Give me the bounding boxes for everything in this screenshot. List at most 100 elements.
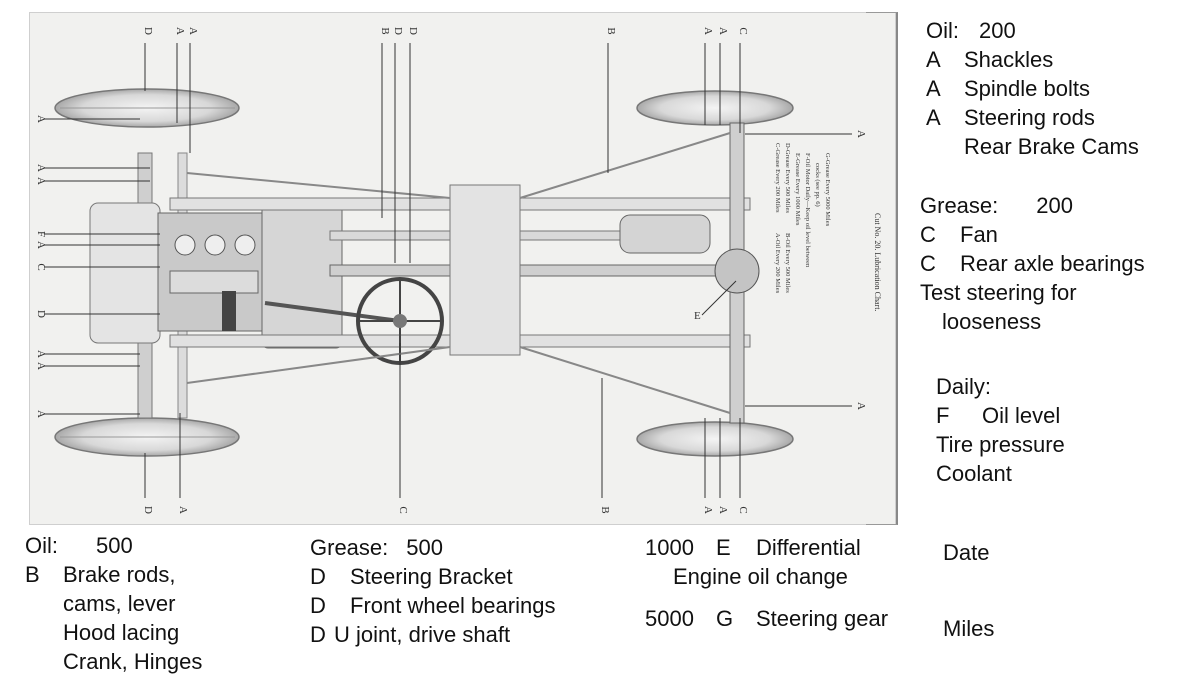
lubrication-chart: D A A B D D B A A C D A C B A A C A A A … — [29, 12, 896, 525]
letter-left-9: A — [35, 362, 47, 370]
miles-1000-value: 1000 — [645, 535, 694, 560]
bottom-letters: D A C B A A C — [142, 506, 749, 514]
code-d: D — [310, 593, 326, 618]
differential — [714, 248, 760, 294]
radiator — [89, 202, 161, 344]
letter-left-10: A — [35, 410, 47, 418]
code-e: E — [715, 535, 731, 560]
letter-bottom-7: C — [737, 506, 749, 513]
letter-top-10: C — [737, 27, 749, 34]
code-b: B — [25, 562, 40, 587]
code-a: A — [926, 105, 941, 130]
letter-top-4: B — [379, 27, 391, 34]
code-d: D — [310, 564, 326, 589]
fuel-tank — [449, 184, 521, 356]
item-rear-axle-bearings: Rear axle bearings — [960, 251, 1145, 276]
date-label: Date — [943, 540, 990, 565]
grease-500-value: 500 — [406, 535, 443, 560]
item-steering-gear: Steering gear — [755, 606, 889, 631]
grease-200-value: 200 — [1036, 193, 1073, 218]
letter-left-8: A — [35, 350, 47, 358]
item-differential: Differential — [755, 535, 861, 560]
code-d: D — [310, 622, 326, 647]
daily-block: Daily: F Oil level Tire pressure Coolant — [936, 372, 1065, 488]
letter-bottom-6: A — [717, 506, 729, 514]
item-rear-brake-cams: Rear Brake Cams — [964, 134, 1139, 159]
item-u-joint: U joint, drive shaft — [334, 622, 511, 647]
letter-top-9: A — [717, 27, 729, 35]
muffler — [619, 214, 711, 254]
miles-1000-block: 1000 E Differential Engine oil change — [645, 533, 861, 591]
legend-c: C-Grease Every 200 Miles — [774, 143, 781, 213]
letter-bottom-1: D — [142, 506, 154, 514]
legend-d: D-Grease Every 500 Miles — [784, 143, 791, 213]
top-letters: D A A B D D B A A C — [142, 27, 749, 35]
front-left-wheel — [54, 88, 240, 128]
letter-bottom-5: A — [702, 506, 714, 514]
letter-right-2: A — [855, 402, 867, 410]
item-front-wheel-bearings: Front wheel bearings — [350, 593, 556, 618]
rear-left-wheel — [636, 90, 794, 126]
letter-top-5: D — [392, 27, 404, 35]
letter-left-2: A — [35, 164, 47, 172]
legend-a: A-Oil Every 200 Miles — [774, 233, 781, 294]
item-cams-lever: cams, lever — [63, 591, 176, 616]
front-right-wheel — [54, 417, 240, 457]
left-letters: A A A F A C D A A A — [35, 115, 47, 418]
legend-g: G-Grease Every 5000 Miles — [824, 153, 831, 227]
drive-shaft — [329, 264, 721, 277]
code-a: A — [926, 76, 941, 101]
letter-bottom-4: B — [599, 506, 611, 513]
chart-legend: A-Oil Every 200 Miles B-Oil Every 500 Mi… — [774, 143, 831, 294]
oil-200-header: Oil: — [926, 18, 959, 43]
item-crank-hinges: Crank, Hinges — [63, 649, 203, 674]
oil-200-value: 200 — [979, 18, 1016, 43]
miles-label: Miles — [943, 616, 995, 641]
letter-left-6: C — [35, 263, 47, 270]
letter-left-5: A — [35, 241, 47, 249]
code-c: C — [920, 222, 936, 247]
letter-left-3: A — [35, 177, 47, 185]
letter-left-1: A — [35, 115, 47, 123]
letter-top-3: A — [187, 27, 199, 35]
oil-500-value: 500 — [96, 533, 133, 558]
item-fan: Fan — [960, 222, 998, 247]
code-c: C — [920, 251, 936, 276]
daily-header: Daily: — [936, 374, 992, 399]
note-looseness: looseness — [942, 309, 1042, 334]
miles-5000-value: 5000 — [645, 606, 694, 631]
item-engine-oil-change: Engine oil change — [673, 564, 848, 589]
legend-b: B-Oil Every 500 Miles — [784, 233, 791, 293]
letter-top-1: D — [142, 27, 154, 35]
chart-caption: Cut No. 20. Lubrication Chart. — [873, 213, 882, 311]
letter-left-7: D — [35, 310, 47, 318]
item-hood-lacing: Hood lacing — [63, 620, 180, 645]
item-steering-bracket: Steering Bracket — [350, 564, 513, 589]
item-coolant: Coolant — [936, 461, 1012, 486]
grease-200-header: Grease: — [920, 193, 999, 218]
miles-5000-block: 5000 G Steering gear — [645, 604, 888, 633]
note-test-steering: Test steering for — [920, 280, 1077, 305]
code-f: F — [936, 403, 950, 428]
rear-right-wheel — [636, 421, 794, 457]
letter-right-1: A — [855, 130, 867, 138]
grease-500-block: Grease: 500 D Steering Bracket D Front whee… — [310, 533, 555, 649]
leader-lines — [44, 43, 852, 498]
letter-top-2: A — [174, 27, 186, 35]
code-a: A — [926, 47, 941, 72]
letter-left-4: F — [35, 231, 47, 237]
item-tire-pressure: Tire pressure — [936, 432, 1065, 457]
grease-200-block: Grease: 200 C Fan C Rear axle bearings Test… — [920, 191, 1145, 336]
chart-frame — [866, 12, 898, 525]
grease-500-header: Grease: — [310, 535, 389, 560]
item-oil-level: Oil level — [982, 403, 1061, 428]
code-g: G — [715, 606, 734, 631]
letter-top-8: A — [702, 27, 714, 35]
letter-engine-e: E — [694, 310, 701, 322]
item-spindle-bolts: Spindle bolts — [964, 76, 1090, 101]
legend-e: E-Grease Every 1000 Miles — [794, 153, 801, 226]
right-letters: A A — [855, 130, 867, 410]
item-steering-rods: Steering rods — [964, 105, 1095, 130]
